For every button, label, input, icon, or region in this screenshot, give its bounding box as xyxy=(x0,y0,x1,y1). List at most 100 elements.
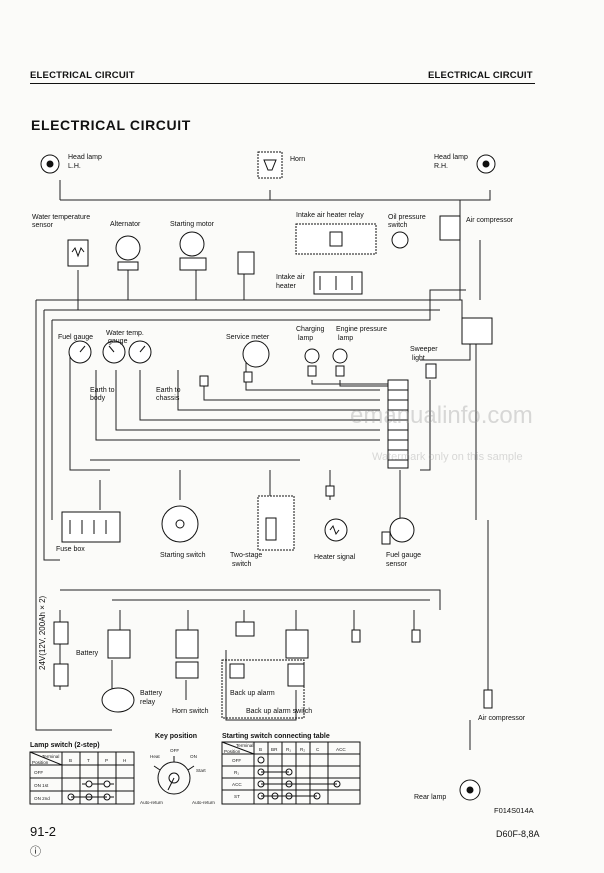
header-left: ELECTRICAL CIRCUIT xyxy=(30,70,135,81)
lower-relay-3-icon xyxy=(235,621,255,637)
back-up-alarm-icon xyxy=(221,659,305,719)
key-label-start: Start xyxy=(196,768,206,773)
lower-relay-4-icon xyxy=(285,629,309,659)
start-table-col-r1: R₁ xyxy=(286,747,291,752)
lamp-table-row-on1: ON 1st xyxy=(34,783,49,788)
label-fuel-gauge-sensor-2: sensor xyxy=(386,561,408,568)
label-charging-lamp-1: Charging xyxy=(296,326,325,333)
label-rear-lamp: Rear lamp xyxy=(414,794,446,801)
label-horn: Horn xyxy=(290,156,305,163)
label-air-compressor-top: Air compressor xyxy=(466,217,514,224)
start-table-row-acc: ACC xyxy=(232,782,242,787)
label-fuse-box: Fuse box xyxy=(56,546,85,553)
label-battery-spec: 24V(12V, 200Ah × 2) xyxy=(38,595,47,670)
horn-icon xyxy=(257,151,283,179)
label-two-stage-switch-2: switch xyxy=(232,561,252,568)
start-table-col-acc: ACC xyxy=(336,747,346,752)
label-battery: Battery xyxy=(76,650,99,657)
start-table-col-br: BR xyxy=(271,747,278,752)
right-connector-icon xyxy=(461,317,493,345)
label-back-up-alarm-switch: Back up alarm switch xyxy=(246,708,312,715)
terminal-block-icon xyxy=(387,379,409,469)
connector-stubs xyxy=(199,365,421,643)
water-temp-gauge-2-icon xyxy=(128,340,152,364)
starting-switch-table xyxy=(221,741,361,805)
label-sweeper-light-2: light xyxy=(412,355,425,362)
key-label-off: OFF xyxy=(170,748,179,753)
starting-switch-table-title: Starting switch connecting table xyxy=(222,733,330,740)
label-engine-pressure-lamp-1: Engine pressure xyxy=(336,326,387,333)
fuel-gauge-sensor-icon xyxy=(389,517,415,543)
bus-wire-1 xyxy=(95,370,380,441)
lamp-table-col-t: T xyxy=(87,758,90,763)
label-intake-air-heater-1: Intake air xyxy=(276,274,305,281)
label-starting-switch: Starting switch xyxy=(160,552,206,559)
battery-icon xyxy=(53,621,69,687)
fuel-gauge-wire xyxy=(69,350,110,471)
label-intake-air-heater-relay: Intake air heater relay xyxy=(296,212,364,219)
header-right: ELECTRICAL CIRCUIT xyxy=(428,70,533,81)
label-sweeper-light-1: Sweeper xyxy=(410,346,438,353)
label-two-stage-switch-1: Two-stage xyxy=(230,552,262,559)
bus-wire-5 xyxy=(203,380,380,401)
label-horn-switch: Horn switch xyxy=(172,708,209,715)
label-earth-to-chassis-2: chassis xyxy=(156,395,180,402)
label-head-lamp-lh-1: Head lamp xyxy=(68,154,102,161)
lower-relay-2-icon xyxy=(175,629,199,659)
label-fuel-gauge: Fuel gauge xyxy=(58,334,93,341)
battery-relay-icon xyxy=(101,687,135,713)
label-earth-to-chassis-1: Earth to xyxy=(156,387,181,394)
label-water-temp-gauge-1: Water temp. xyxy=(106,330,144,337)
key-position-dial xyxy=(153,756,195,795)
label-charging-lamp-2: lamp xyxy=(298,335,313,342)
label-earth-to-body-2: body xyxy=(90,395,106,402)
label-starting-motor: Starting motor xyxy=(170,221,215,228)
label-head-lamp-rh-1: Head lamp xyxy=(434,154,468,161)
lamp-table-col-h: H xyxy=(123,758,126,763)
sweeper-light-icon xyxy=(425,363,437,379)
bus-wire-4 xyxy=(177,370,380,411)
lamp-table-row-off: OFF xyxy=(34,770,43,775)
lamp-table-corner-bottom: Position xyxy=(32,760,49,765)
label-battery-relay-2: relay xyxy=(140,699,156,706)
motor-relay-icon xyxy=(237,251,255,275)
bus-wire-8 xyxy=(339,380,388,387)
key-label-on: ON xyxy=(190,754,197,759)
starting-switch-icon xyxy=(161,505,199,543)
key-position-title: Key position xyxy=(155,733,198,740)
lower-bus-1 xyxy=(60,589,441,610)
start-table-row-off: OFF xyxy=(232,758,241,763)
model-code: D60F-8,8A xyxy=(496,829,540,839)
label-battery-relay-1: Battery xyxy=(140,690,163,697)
label-head-lamp-rh-2: R.H. xyxy=(434,163,448,170)
left-harness-wire xyxy=(35,300,112,731)
lower-relay-1-icon xyxy=(107,629,131,659)
label-water-temp-gauge-2: gauge xyxy=(108,338,128,345)
harness-wire-5 xyxy=(52,289,466,321)
label-water-temp-sensor-2: sensor xyxy=(32,222,54,229)
charging-lamp-icon xyxy=(304,348,320,364)
key-label-heat: Heat xyxy=(150,754,160,759)
start-table-col-r2: R₂ xyxy=(300,747,305,752)
head-lamp-rh-icon xyxy=(476,154,496,174)
label-oil-pressure-switch-1: Oil pressure xyxy=(388,214,426,221)
air-compressor-top-icon xyxy=(439,215,461,241)
key-label-auto-return-2: Auto-return xyxy=(192,800,215,805)
headlamp-rh-drop xyxy=(460,190,491,201)
start-table-col-c: C xyxy=(316,747,320,752)
horn-switch-icon xyxy=(175,661,199,679)
label-water-temp-sensor-1: Water temperature xyxy=(32,214,90,221)
engine-pressure-lamp-icon xyxy=(332,348,348,364)
start-table-corner-bottom: Position xyxy=(224,749,241,754)
alarm-loop xyxy=(225,650,297,721)
air-compressor-bottom-icon xyxy=(483,689,493,709)
label-back-up-alarm: Back up alarm xyxy=(230,690,275,697)
lamp-table-row-on2: ON 2nd xyxy=(34,796,50,801)
sweeper-wire xyxy=(420,380,431,471)
service-meter-icon xyxy=(242,340,270,368)
start-table-corner-top: Terminal xyxy=(236,743,253,748)
page-title: ELECTRICAL CIRCUIT xyxy=(31,117,191,133)
key-label-auto-return-1: Auto-return xyxy=(140,800,163,805)
figure-id: F014S014A xyxy=(494,806,534,815)
